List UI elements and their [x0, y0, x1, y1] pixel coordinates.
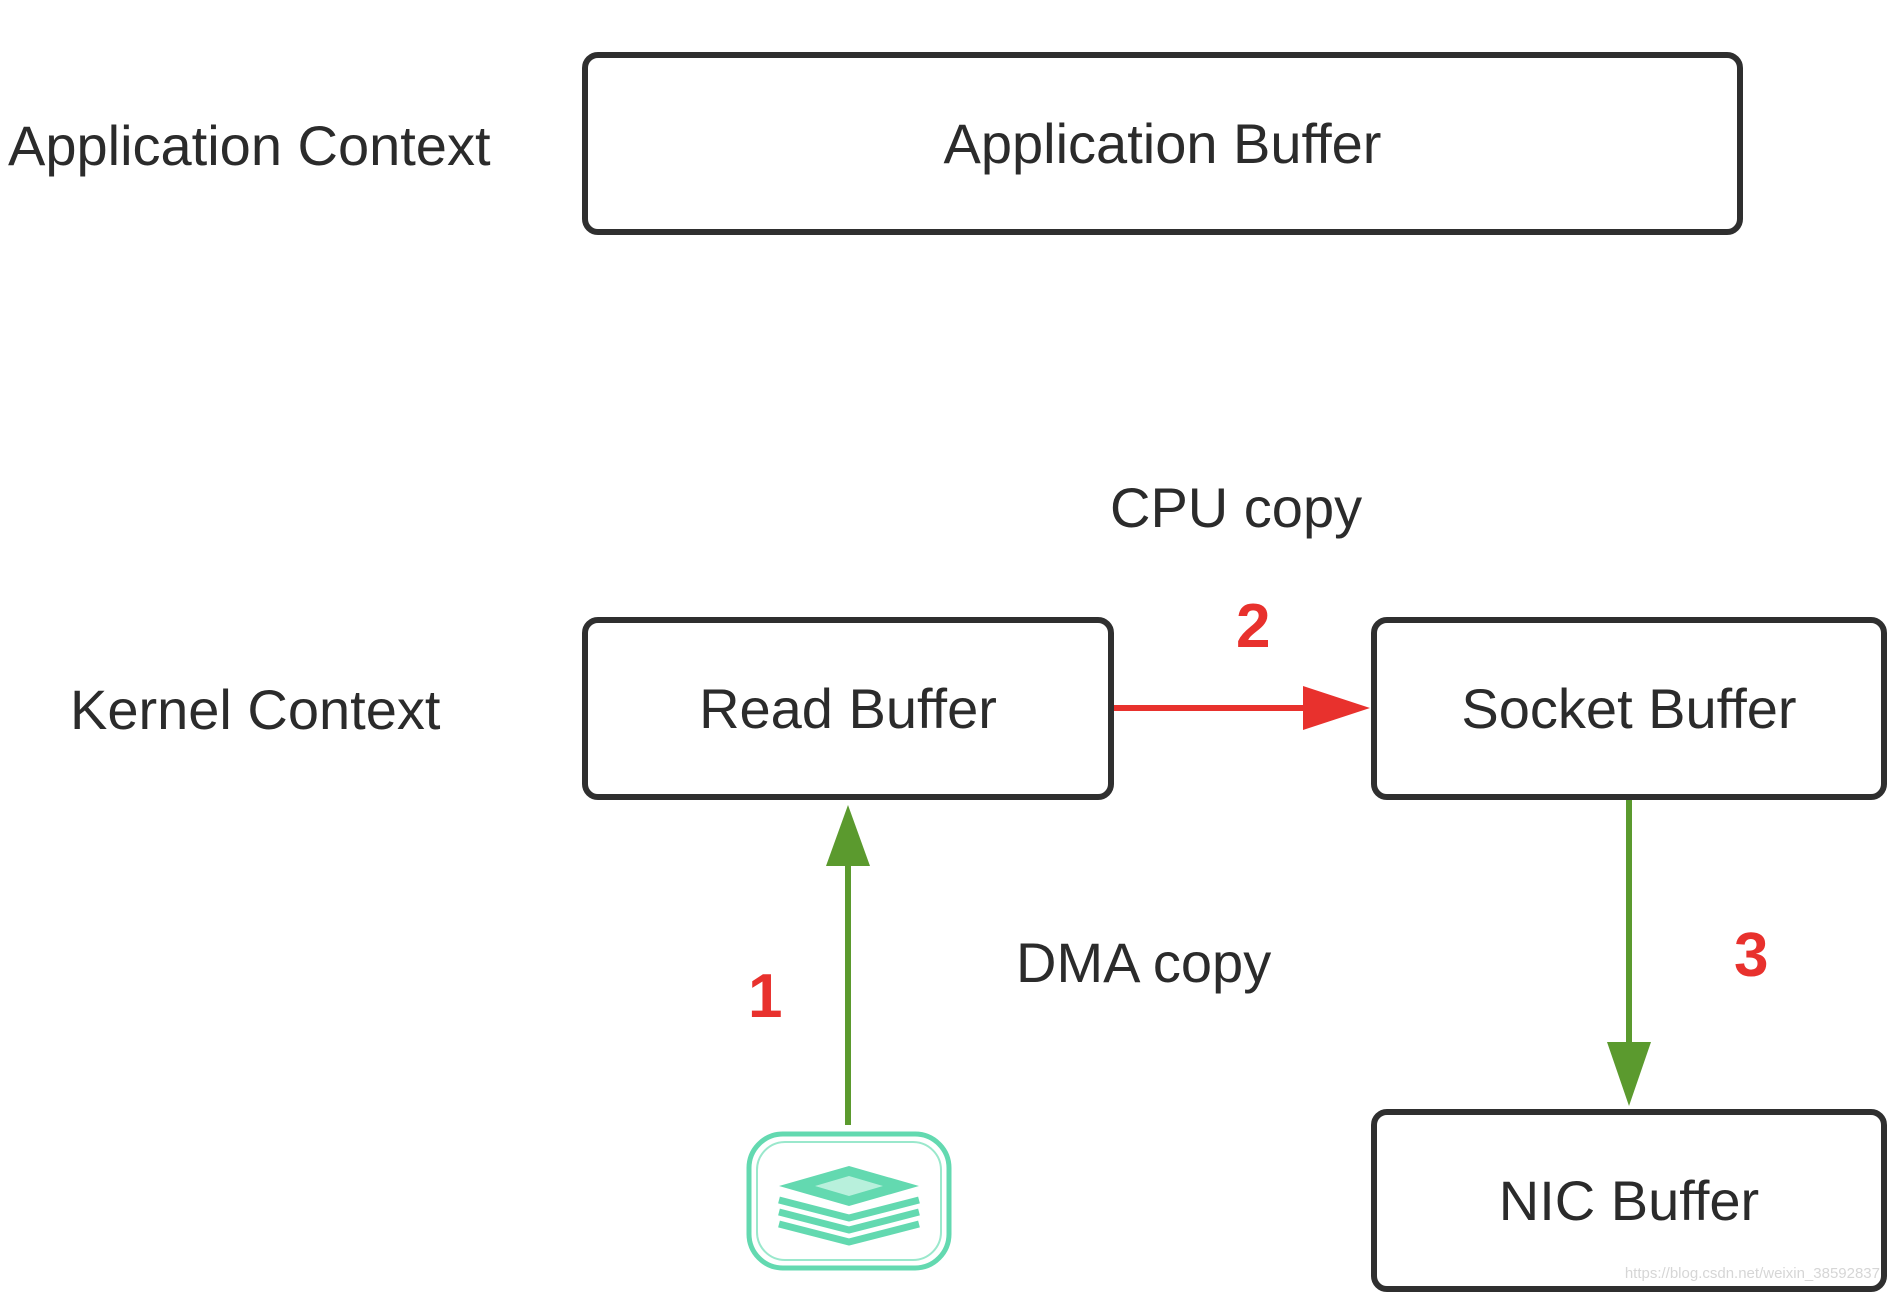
kernel-context-label: Kernel Context [70, 678, 441, 741]
socket-buffer-label: Socket Buffer [1461, 677, 1797, 740]
application-context-label: Application Context [8, 114, 491, 177]
step-number-2: 2 [1236, 592, 1271, 661]
watermark-url: https://blog.csdn.net/weixin_38592837 [1624, 1265, 1880, 1282]
dma-arrow-down [1607, 800, 1651, 1106]
socket-buffer-box: Socket Buffer [1371, 617, 1887, 800]
cpu-copy-label: CPU copy [1110, 476, 1363, 539]
step-number-1: 1 [748, 962, 783, 1031]
application-buffer-box: Application Buffer [582, 52, 1743, 235]
nic-buffer-box: NIC Buffer [1371, 1109, 1887, 1292]
application-buffer-label: Application Buffer [943, 112, 1382, 175]
read-buffer-box: Read Buffer [582, 617, 1114, 800]
cpu-arrow-right [1114, 686, 1370, 730]
dma-arrow-up [826, 805, 870, 1125]
read-buffer-label: Read Buffer [699, 677, 997, 740]
nic-buffer-label: NIC Buffer [1498, 1169, 1760, 1232]
disk-stack-icon [745, 1130, 953, 1272]
step-number-3: 3 [1734, 921, 1769, 990]
dma-copy-label: DMA copy [1016, 931, 1272, 994]
